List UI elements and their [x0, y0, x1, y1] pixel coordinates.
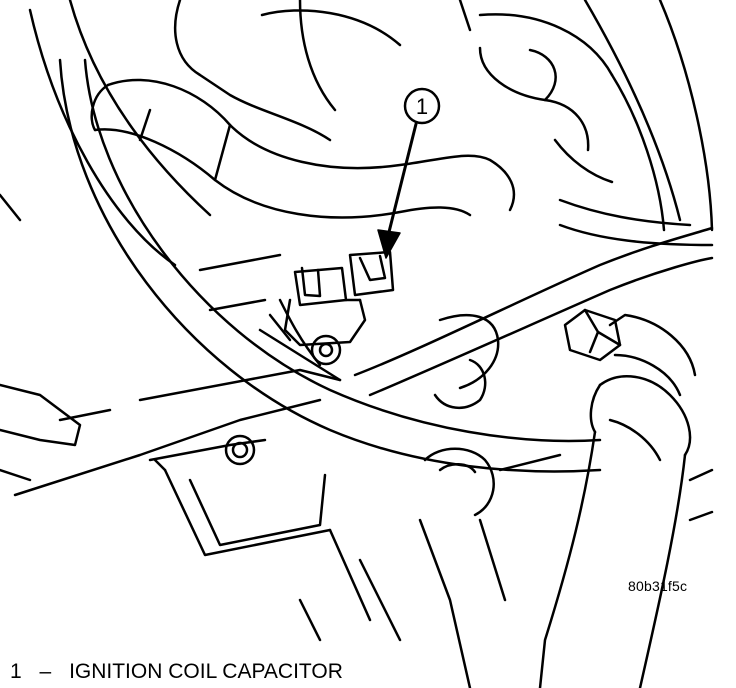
legend-item-number: 1 [10, 660, 22, 683]
hose-clamp [563, 308, 697, 397]
upper-hose [90, 78, 516, 219]
callout-1-number: 1 [416, 94, 428, 119]
engine-block-outline [0, 0, 714, 267]
lower-right-hose [538, 375, 692, 688]
sweeping-tube [58, 58, 602, 473]
legend: 1 – IGNITION COIL CAPACITOR [10, 660, 343, 684]
left-bracket [0, 383, 322, 497]
wiring-harness [198, 226, 714, 409]
callout-1: 1 [377, 87, 441, 259]
manifold-plate [138, 368, 402, 642]
ignition-coil-capacitor-shape [268, 250, 395, 367]
figure-code: 80b31f5c [628, 578, 688, 594]
legend-item-label: IGNITION COIL CAPACITOR [69, 660, 343, 683]
engine-lower-detail [418, 447, 714, 688]
legend-item-separator: – [39, 660, 52, 683]
